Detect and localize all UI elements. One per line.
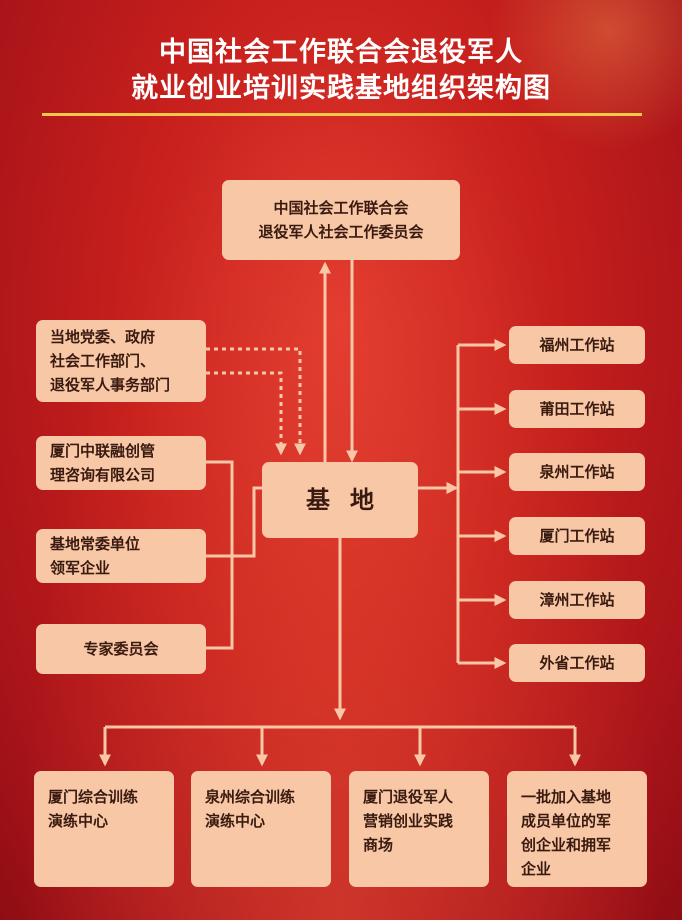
left-to-base (232, 486, 266, 558)
station-label: 外省工作站 (539, 654, 615, 672)
node-station-other-provinces: 外省工作站 (509, 644, 645, 682)
node-quanzhou-training-center: 泉州综合训练 演练中心 (191, 771, 331, 887)
node-base-label: 基地 (306, 486, 394, 514)
node-expert-committee: 专家委员会 (36, 624, 206, 674)
bottom-3-line-2: 营销创业实践 (363, 812, 454, 830)
node-xiamen-consult-line-1: 厦门中联融创管 (50, 442, 156, 460)
node-experts-label: 专家委员会 (83, 640, 159, 658)
node-station-xiamen: 厦门工作站 (509, 517, 645, 555)
bottom-4-line-4: 企业 (521, 860, 552, 878)
node-party-line-1: 当地党委、政府 (50, 328, 156, 346)
dotted-arrow-party-2 (206, 371, 287, 456)
bottom-4-line-3: 创企业和拥军 (521, 836, 612, 854)
node-xiamen-consulting: 厦门中联融创管 理咨询有限公司 (36, 436, 206, 490)
dotted-arrow-party-1 (206, 347, 306, 456)
station-label: 厦门工作站 (539, 527, 615, 545)
node-station-putian: 莆田工作站 (509, 390, 645, 428)
station-label: 漳州工作站 (539, 591, 615, 609)
node-standing-units: 基地常委单位 领军企业 (36, 529, 206, 583)
node-standing-line-2: 领军企业 (50, 559, 111, 577)
node-station-fuzhou: 福州工作站 (509, 326, 645, 364)
page-title-line-1: 中国社会工作联合会退役军人 (159, 37, 523, 68)
node-xiamen-veteran-mall: 厦门退役军人 营销创业实践 商场 (349, 771, 489, 887)
bottom-4-line-1: 一批加入基地 (521, 788, 612, 806)
node-top-committee: 中国社会工作联合会 退役军人社会工作委员会 (222, 180, 460, 260)
station-label: 莆田工作站 (539, 400, 615, 418)
bottom-1-line-2: 演练中心 (48, 812, 109, 830)
node-xiamen-consult-line-2: 理咨询有限公司 (50, 466, 156, 484)
node-station-quanzhou: 泉州工作站 (509, 453, 645, 491)
node-party-line-3: 退役军人事务部门 (50, 376, 171, 394)
node-top-line-1: 中国社会工作联合会 (273, 199, 409, 217)
page-title-line-2: 就业创业培训实践基地组织架构图 (131, 73, 551, 104)
node-base: 基地 (262, 462, 418, 538)
bottom-4-line-2: 成员单位的军 (521, 812, 612, 830)
title-underline (42, 113, 642, 116)
bottom-3-line-3: 商场 (363, 836, 394, 854)
bottom-2-line-2: 演练中心 (205, 812, 266, 830)
node-member-enterprises: 一批加入基地 成员单位的军 创企业和拥军 企业 (507, 771, 647, 887)
node-party-government: 当地党委、政府 社会工作部门、 退役军人事务部门 (36, 320, 206, 402)
bottom-2-line-1: 泉州综合训练 (205, 788, 296, 806)
station-label: 泉州工作站 (539, 463, 615, 481)
bottom-1-line-1: 厦门综合训练 (48, 788, 139, 806)
node-standing-line-1: 基地常委单位 (50, 535, 141, 553)
station-label: 福州工作站 (539, 336, 615, 354)
node-party-line-2: 社会工作部门、 (50, 352, 156, 370)
bottom-3-line-1: 厦门退役军人 (363, 788, 454, 806)
node-station-zhangzhou: 漳州工作站 (509, 581, 645, 619)
node-top-line-2: 退役军人社会工作委员会 (258, 223, 424, 241)
node-xiamen-training-center: 厦门综合训练 演练中心 (34, 771, 174, 887)
